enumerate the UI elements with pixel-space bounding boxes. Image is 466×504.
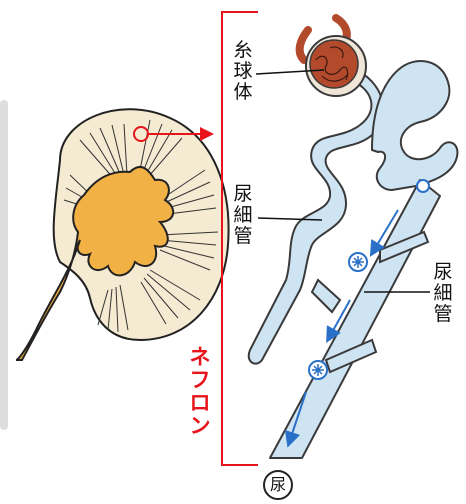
nephron (249, 18, 458, 458)
distal-tubule (372, 61, 457, 190)
glomerulus (300, 18, 366, 96)
frame-stub (0, 100, 8, 430)
collecting-branch-2 (312, 280, 340, 312)
nephron-label: ネ フ ロ ン (188, 346, 212, 438)
collecting-duct (270, 180, 440, 458)
kidney (16, 109, 229, 360)
urine-symbol: 尿 (263, 470, 293, 500)
red-arrow-head (200, 127, 214, 141)
collecting-duct-label: 尿 細 管 (432, 262, 454, 325)
glomerulus-label: 糸 球 体 (232, 40, 254, 103)
tubule-label: 尿 細 管 (232, 184, 254, 247)
